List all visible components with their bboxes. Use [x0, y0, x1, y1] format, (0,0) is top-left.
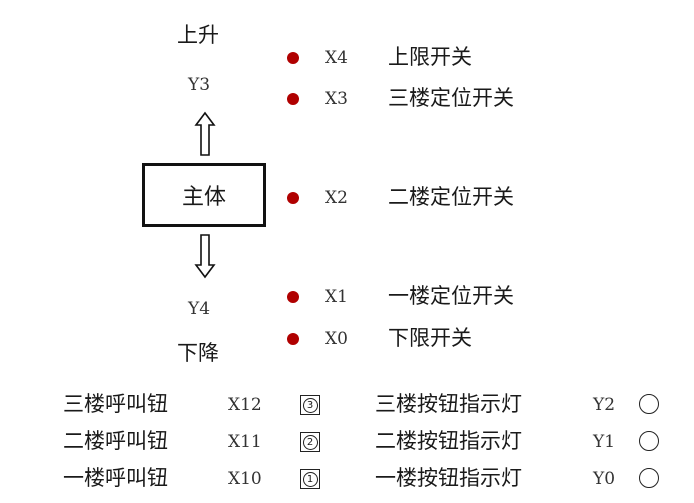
call-button-address: X10	[228, 469, 262, 489]
call-button-number: 2	[302, 434, 318, 450]
indicator-address: Y1	[593, 432, 616, 452]
sensor-dot-icon	[287, 333, 299, 345]
call-button-floor1[interactable]: 1	[300, 469, 320, 489]
call-button-address: X12	[228, 395, 262, 415]
switch-address: X0	[325, 329, 348, 349]
call-button-label: 一楼呼叫钮	[63, 466, 168, 490]
sensor-dot-icon	[287, 291, 299, 303]
switch-address: X1	[325, 287, 348, 307]
switch-label: 一楼定位开关	[388, 284, 514, 308]
sensor-dot-icon	[287, 52, 299, 64]
sensor-dot-icon	[287, 93, 299, 105]
elevator-body-box: 主体	[142, 163, 266, 227]
down-arrow-icon	[194, 234, 216, 279]
down-label: 下降	[177, 341, 219, 365]
call-button-number: 1	[302, 471, 318, 487]
up-label: 上升	[177, 23, 219, 47]
switch-label: 下限开关	[388, 326, 472, 350]
indicator-label: 二楼按钮指示灯	[375, 429, 522, 453]
body-label: 主体	[181, 185, 226, 210]
indicator-lamp-icon	[639, 394, 659, 414]
sensor-dot-icon	[287, 192, 299, 204]
indicator-label: 一楼按钮指示灯	[375, 466, 522, 490]
up-output-address: Y3	[188, 75, 211, 95]
call-button-floor2[interactable]: 2	[300, 432, 320, 452]
up-arrow-icon	[194, 111, 216, 156]
indicator-address: Y2	[593, 395, 616, 415]
indicator-lamp-icon	[639, 468, 659, 488]
call-button-label: 三楼呼叫钮	[63, 392, 168, 416]
switch-label: 二楼定位开关	[388, 185, 514, 209]
switch-label: 三楼定位开关	[388, 86, 514, 110]
call-button-address: X11	[228, 432, 262, 452]
indicator-label: 三楼按钮指示灯	[375, 392, 522, 416]
switch-address: X3	[325, 89, 348, 109]
switch-label: 上限开关	[388, 45, 472, 69]
switch-address: X4	[325, 48, 348, 68]
call-button-number: 3	[302, 397, 318, 413]
indicator-address: Y0	[593, 469, 616, 489]
call-button-floor3[interactable]: 3	[300, 395, 320, 415]
indicator-lamp-icon	[639, 431, 659, 451]
switch-address: X2	[325, 188, 348, 208]
down-output-address: Y4	[188, 299, 211, 319]
call-button-label: 二楼呼叫钮	[63, 429, 168, 453]
